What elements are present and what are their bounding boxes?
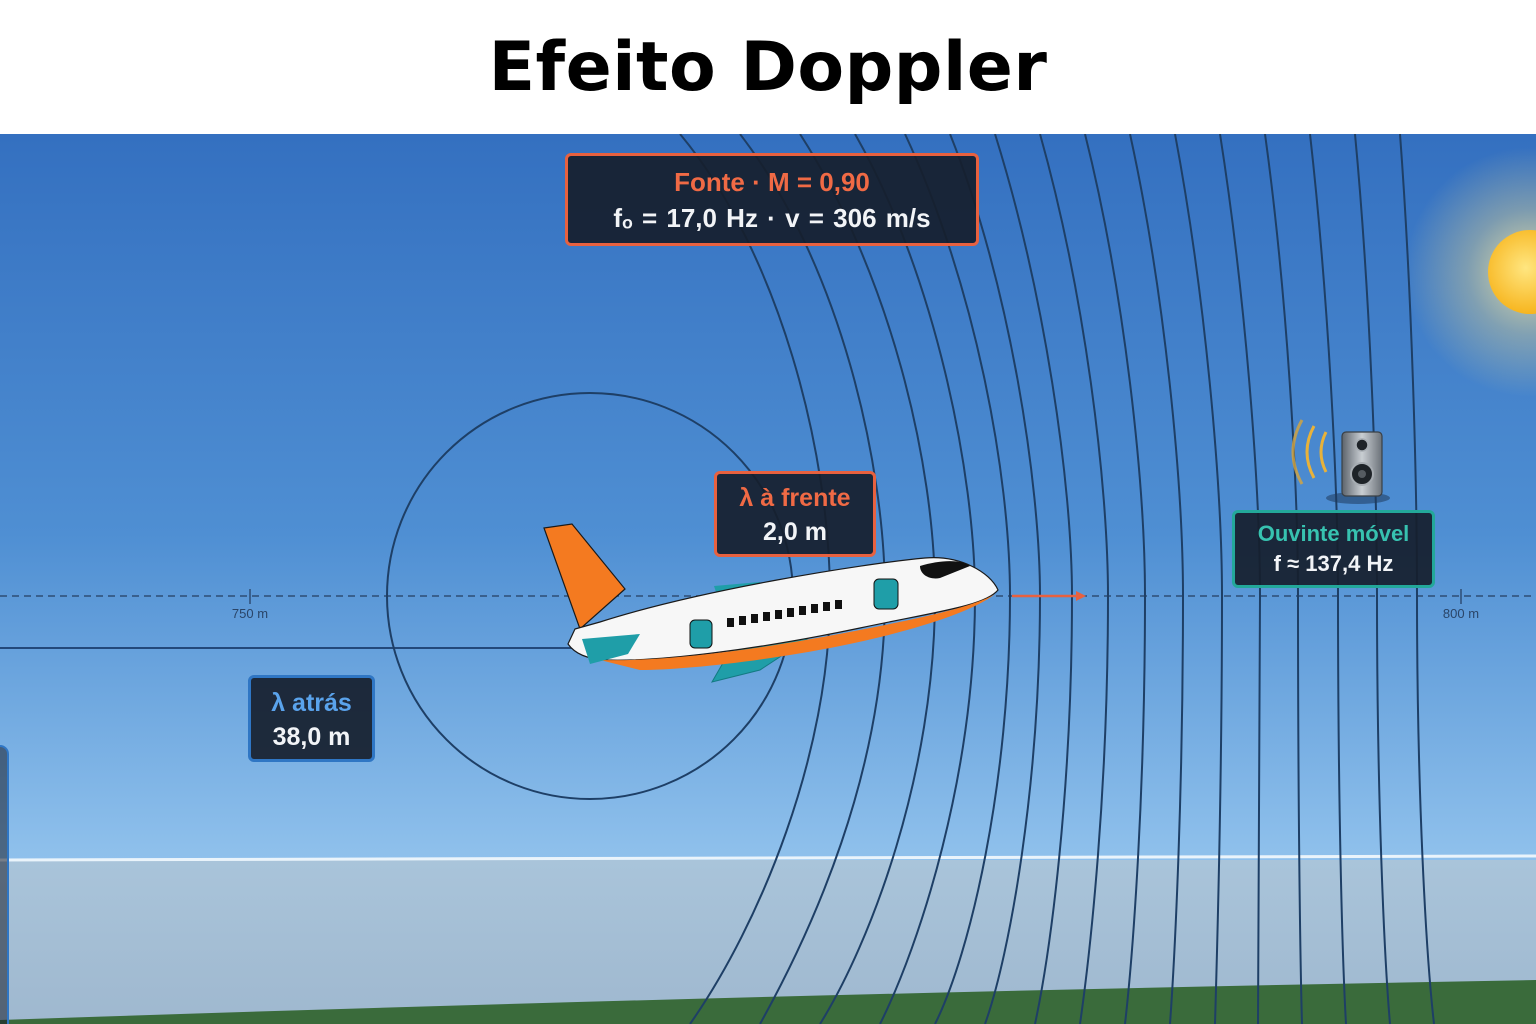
wavefront [1174,134,1224,1024]
source-panel: Fonte · M = 0,90 fₒ = 17,0 Hz · v = 306 … [565,153,979,246]
wavelength-behind-value: 38,0 m [272,723,351,751]
wavefront [904,134,1012,1024]
source-panel-header: Fonte · M = 0,90 [674,167,870,197]
wavefront [1264,134,1303,1024]
listener-panel: Ouvinte móvel f ≈ 137,4 Hz [1232,510,1435,588]
wavefronts [386,134,1435,1024]
axis-tick-label-800: 800 m [1443,606,1479,621]
sun-glow [1405,147,1536,397]
page-title: Efeito Doppler [488,27,1048,107]
speaker-icon [1291,419,1390,504]
horizon-line [0,854,1536,862]
airplane-icon [543,523,999,683]
ground [0,980,1536,1024]
sun-icon [1488,230,1536,314]
velocity-arrow [1012,591,1086,601]
wavefront [1309,134,1347,1024]
wavelength-behind-label: λ atrás [271,689,352,717]
wavelength-behind-panel: λ atrás 38,0 m [248,675,375,762]
wavefront [1399,134,1435,1024]
axis-tick-label-750: 750 m [232,606,268,621]
wavefront [1354,134,1391,1024]
wavelength-front-value: 2,0 m [763,518,827,546]
listener-label: Ouvinte móvel [1257,521,1410,546]
wavefront [1219,134,1262,1024]
wavefront [1039,134,1110,1024]
source-panel-values: fₒ = 17,0 Hz · v = 306 m/s [613,203,931,233]
wavefront [1084,134,1147,1024]
wavelength-front-label: λ à frente [739,484,851,512]
listener-frequency: f ≈ 137,4 Hz [1273,551,1394,576]
wavelength-front-panel: λ à frente 2,0 m [714,471,876,557]
doppler-scene: 750 m 800 m [0,134,1536,1024]
left-edge-card [0,745,9,1024]
wavefront [1129,134,1185,1024]
